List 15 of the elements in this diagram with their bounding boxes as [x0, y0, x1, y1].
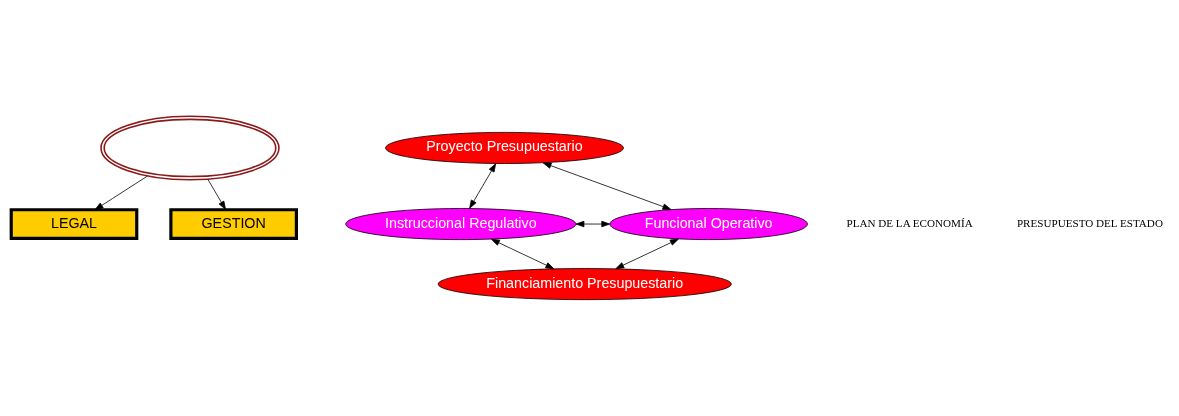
arrow: [491, 238, 555, 270]
arrow: [469, 163, 497, 209]
label: PLAN DE LA ECONOMÍA: [846, 216, 973, 229]
arrow: [542, 162, 672, 210]
node-box: GESTION: [169, 208, 298, 240]
node-ellipse: Instruccional Regulativo: [345, 208, 577, 240]
arrow: [615, 238, 679, 270]
label: PRESUPUESTO DEL ESTADO: [1016, 216, 1163, 229]
node-ellipse: Financiamiento Presupuestario: [437, 268, 732, 301]
node-ellipse: Funcional Operativo: [609, 208, 808, 240]
arrow: [575, 220, 611, 228]
arrow: [207, 178, 226, 210]
node-ellipse: Proyecto Presupuestario: [385, 132, 624, 164]
arrow: [94, 175, 148, 211]
node-box: LEGAL: [9, 208, 139, 240]
